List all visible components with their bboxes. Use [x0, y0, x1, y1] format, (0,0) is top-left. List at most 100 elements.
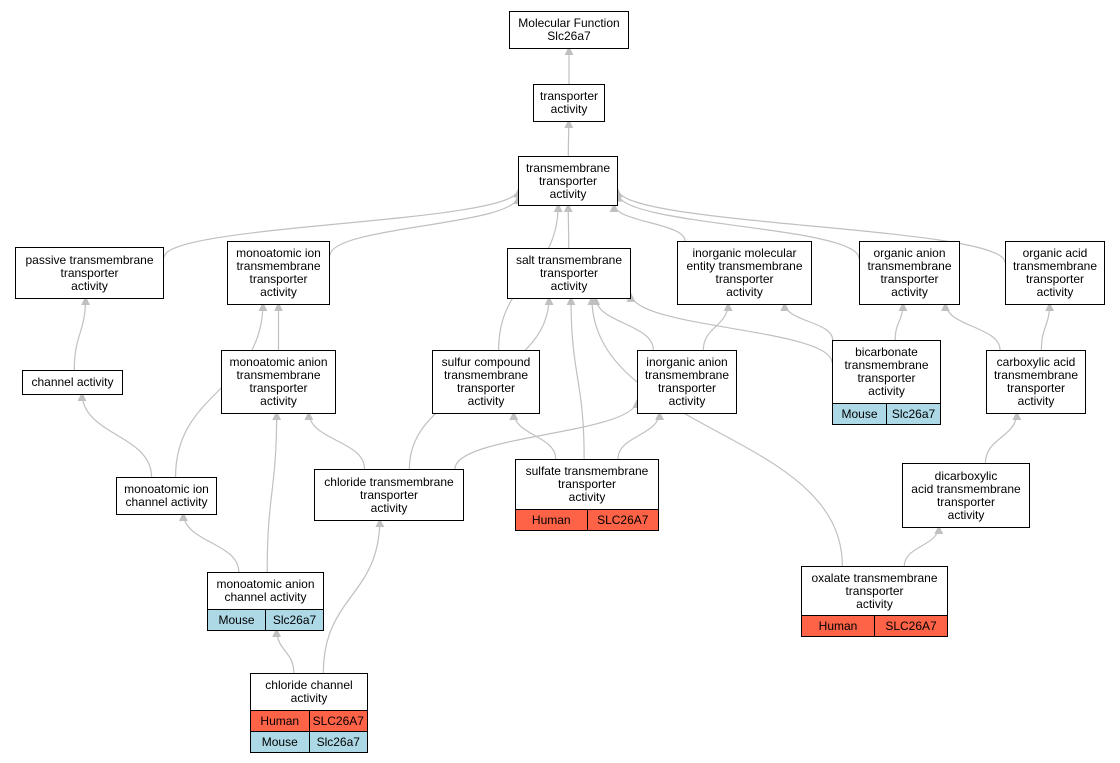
- species-cell: Human: [516, 510, 587, 530]
- edge-iatt-to-stta: [591, 296, 654, 351]
- edge-catt-to-oatt: [940, 302, 1001, 351]
- species-cell: Mouse: [208, 610, 265, 630]
- edge-cltt-to-matt: [304, 411, 366, 470]
- node-ca[interactable]: channel activity: [22, 370, 123, 395]
- node-label-line: transporter: [1025, 272, 1084, 286]
- edge-sftt-to-stta: [566, 296, 585, 460]
- edge-mica-to-ca: [77, 392, 153, 478]
- node-label-line: monoatomic anion: [216, 577, 315, 591]
- edge-dctt-to-catt: [984, 411, 1022, 464]
- node-label-line: activity: [947, 507, 985, 522]
- edge-sftt-to-iatt: [617, 411, 665, 460]
- node-label-line: salt transmembrane: [515, 253, 623, 267]
- node-label-line: channel activity: [125, 495, 208, 509]
- edge-maca-to-mica: [178, 512, 240, 573]
- edge-imet-to-tta: [609, 203, 686, 242]
- node-label-line: dicarboxylic: [934, 468, 998, 483]
- node-label-line: activity: [856, 596, 893, 611]
- gene-cell: SLC26A7: [874, 616, 947, 636]
- edge-bctt-to-imet: [780, 302, 834, 341]
- node-label-line: transporter: [538, 173, 597, 188]
- node-label-line: activity: [549, 186, 587, 201]
- edge-mitt-to-tta: [329, 194, 523, 256]
- node-label-line: monoatomic ion: [236, 246, 321, 260]
- node-label-line: transporter: [557, 477, 616, 491]
- edge-oxtt-to-stta: [587, 296, 843, 567]
- node-label-line: activity: [370, 500, 408, 515]
- node-label-line: activity: [550, 102, 588, 116]
- species-cell: Mouse: [833, 404, 886, 424]
- edge-oxtt-to-dctt: [903, 525, 944, 567]
- edge-clca-to-cltt: [322, 518, 385, 674]
- node-label-line: activity: [1036, 285, 1074, 299]
- gene-cell: SLC26A7: [586, 510, 658, 530]
- node-label-line: activity: [71, 278, 108, 293]
- node-label-line: transporter: [715, 272, 774, 286]
- gene-cell: Slc26a7: [308, 732, 367, 752]
- node-label-line: transporter: [657, 381, 716, 395]
- edge-oatt-to-tta: [613, 192, 860, 259]
- node-label-line: transporter: [539, 89, 599, 103]
- node-label-line: channel activity: [31, 375, 114, 389]
- node-label-line: transporter: [1006, 381, 1065, 395]
- node-label-line: activity: [891, 285, 928, 299]
- gene-cell: Slc26a7: [886, 404, 940, 424]
- node-label-line: inorganic anion: [646, 355, 728, 369]
- node-label-line: transmembrane: [443, 368, 529, 382]
- node-label-line: transporter: [880, 272, 939, 286]
- node-label-line: organic acid: [1022, 246, 1088, 260]
- node-label-line: transmembrane: [236, 259, 321, 273]
- edge-bctt-to-oatt: [894, 302, 908, 341]
- node-label-line: oxalate transmembrane: [811, 570, 938, 585]
- node-label-line: chloride transmembrane: [324, 474, 454, 489]
- node-label-line: transporter: [359, 487, 419, 502]
- node-label-line: activity: [726, 285, 763, 299]
- edge-catt-to-oact: [1040, 302, 1055, 351]
- node-label-line: transmembrane: [1012, 259, 1098, 273]
- node-label-line: sulfate transmembrane: [525, 464, 649, 478]
- node-label-line: transmembrane: [993, 368, 1079, 382]
- node-label-line: transmembrane: [525, 160, 611, 175]
- node-label-line: transporter: [539, 266, 598, 280]
- node-label-line: activity: [868, 384, 905, 398]
